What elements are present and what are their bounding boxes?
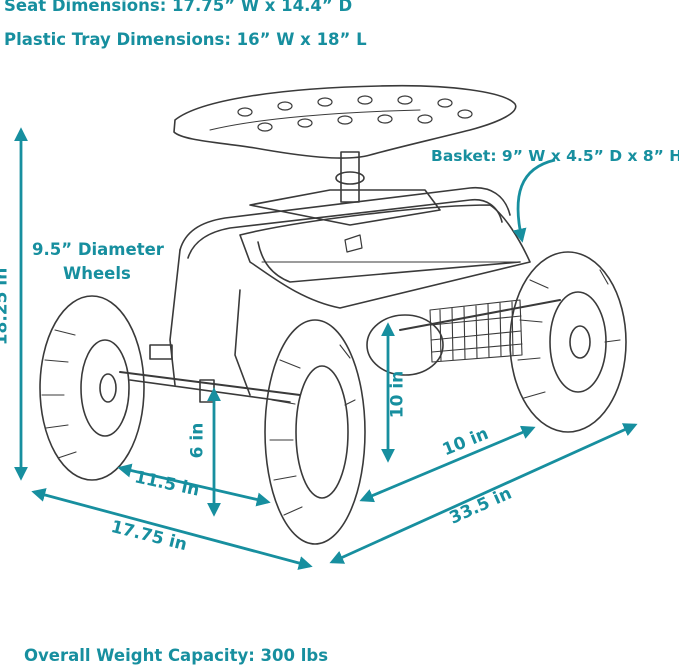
seat	[173, 84, 517, 159]
seat-depth-arrow	[359, 425, 536, 503]
height-label: 18.25 in	[0, 267, 12, 346]
weight-capacity-label: Overall Weight Capacity: 300 lbs	[24, 646, 329, 665]
rear-right-wheel	[509, 251, 627, 433]
dimension-arrows	[14, 127, 638, 570]
seat-dimensions-label: Seat Dimensions: 17.75” W x 14.4” D	[4, 0, 353, 15]
seat-post	[340, 151, 360, 203]
basket-pointer-arrow	[512, 158, 556, 243]
seat-holes	[237, 95, 473, 132]
tray	[239, 204, 531, 309]
wheels-label-line1: 9.5” Diameter	[32, 240, 164, 259]
width-arrow	[31, 488, 313, 570]
rear-left-wheel	[366, 314, 444, 376]
wheels-label-line2: Wheels	[63, 264, 131, 283]
frame	[179, 186, 511, 251]
basket-dimensions-label: Basket: 9” W x 4.5” D x 8” H	[431, 147, 679, 165]
clearance-label: 10 in	[387, 370, 408, 419]
scooter-sketch	[39, 84, 627, 545]
front-right-wheel	[264, 319, 366, 545]
front-left-wheel	[39, 295, 145, 481]
basket	[429, 299, 523, 363]
axle-height-label: 6 in	[187, 422, 208, 459]
tray-dimensions-label: Plastic Tray Dimensions: 16” W x 18” L	[4, 30, 367, 49]
